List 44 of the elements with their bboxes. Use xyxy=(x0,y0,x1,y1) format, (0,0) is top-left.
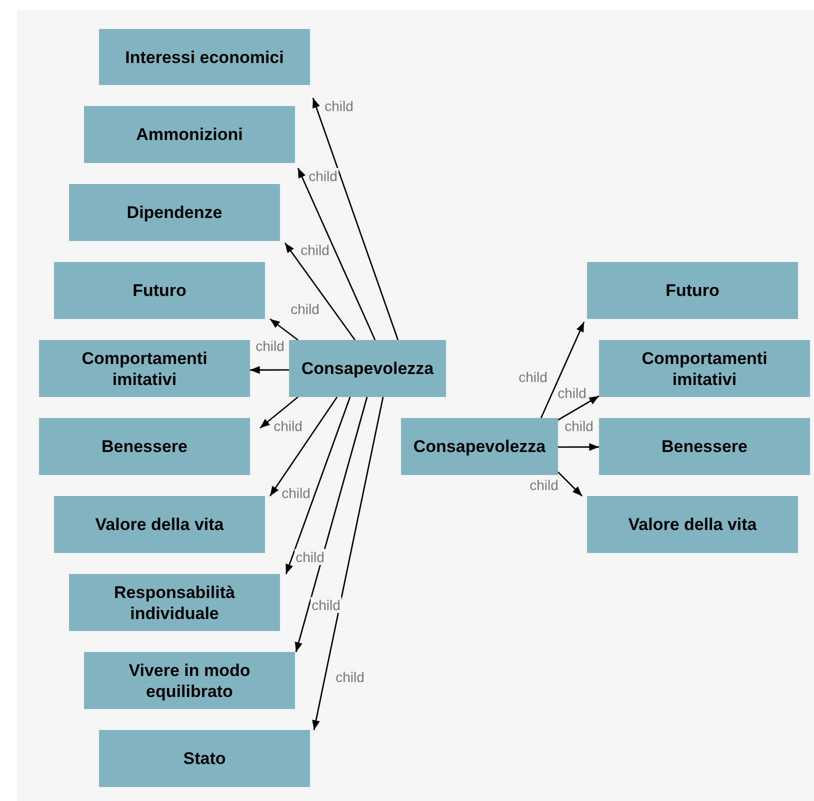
arrow xyxy=(540,322,585,418)
edge-label: child xyxy=(294,549,326,565)
arrow xyxy=(284,242,356,340)
edge-label: child xyxy=(310,597,342,613)
edge-label: child xyxy=(528,477,560,493)
arrow xyxy=(558,443,599,451)
edge-label: child xyxy=(518,369,548,385)
edge-label: child xyxy=(324,98,354,114)
concept-box: Ammonizioni xyxy=(84,106,295,163)
concept-box: Futuro xyxy=(587,262,798,319)
arrow xyxy=(558,471,582,496)
concept-box: Futuro xyxy=(54,262,265,319)
arrow xyxy=(297,168,376,340)
arrow xyxy=(250,366,289,374)
edge-label: child xyxy=(308,168,338,184)
concept-box: Interessi economici xyxy=(99,29,310,85)
edge-label: child xyxy=(556,385,588,401)
concept-box: Benessere xyxy=(599,418,810,475)
concept-box: Consapevolezza xyxy=(401,418,558,475)
concept-box: Comportamenti imitativi xyxy=(39,340,250,397)
arrow xyxy=(294,396,368,652)
concept-box: Dipendenze xyxy=(69,184,280,241)
concept-box: Stato xyxy=(99,730,310,787)
concept-box: Consapevolezza xyxy=(289,340,446,397)
edge-label: child xyxy=(564,418,594,434)
arrow xyxy=(312,396,384,730)
concept-box: Valore della vita xyxy=(587,496,798,553)
edge-label: child xyxy=(334,669,366,685)
arrow xyxy=(260,396,298,429)
concept-box: Responsabilità individuale xyxy=(69,574,280,631)
arrow xyxy=(312,98,399,340)
concept-box: Comportamenti imitativi xyxy=(599,340,810,397)
edge-label: child xyxy=(280,485,312,501)
arrow xyxy=(269,396,338,496)
concept-box: Benessere xyxy=(39,418,250,475)
edge-label: child xyxy=(300,242,330,258)
concept-box: Vivere in modo equilibrato xyxy=(84,652,295,709)
edge-label: child xyxy=(254,338,286,354)
arrow xyxy=(285,396,351,574)
concept-box: Valore della vita xyxy=(54,496,265,553)
arrow xyxy=(270,318,298,341)
edge-label: child xyxy=(290,301,320,317)
arrow xyxy=(558,395,600,421)
edge-label: child xyxy=(272,418,304,434)
